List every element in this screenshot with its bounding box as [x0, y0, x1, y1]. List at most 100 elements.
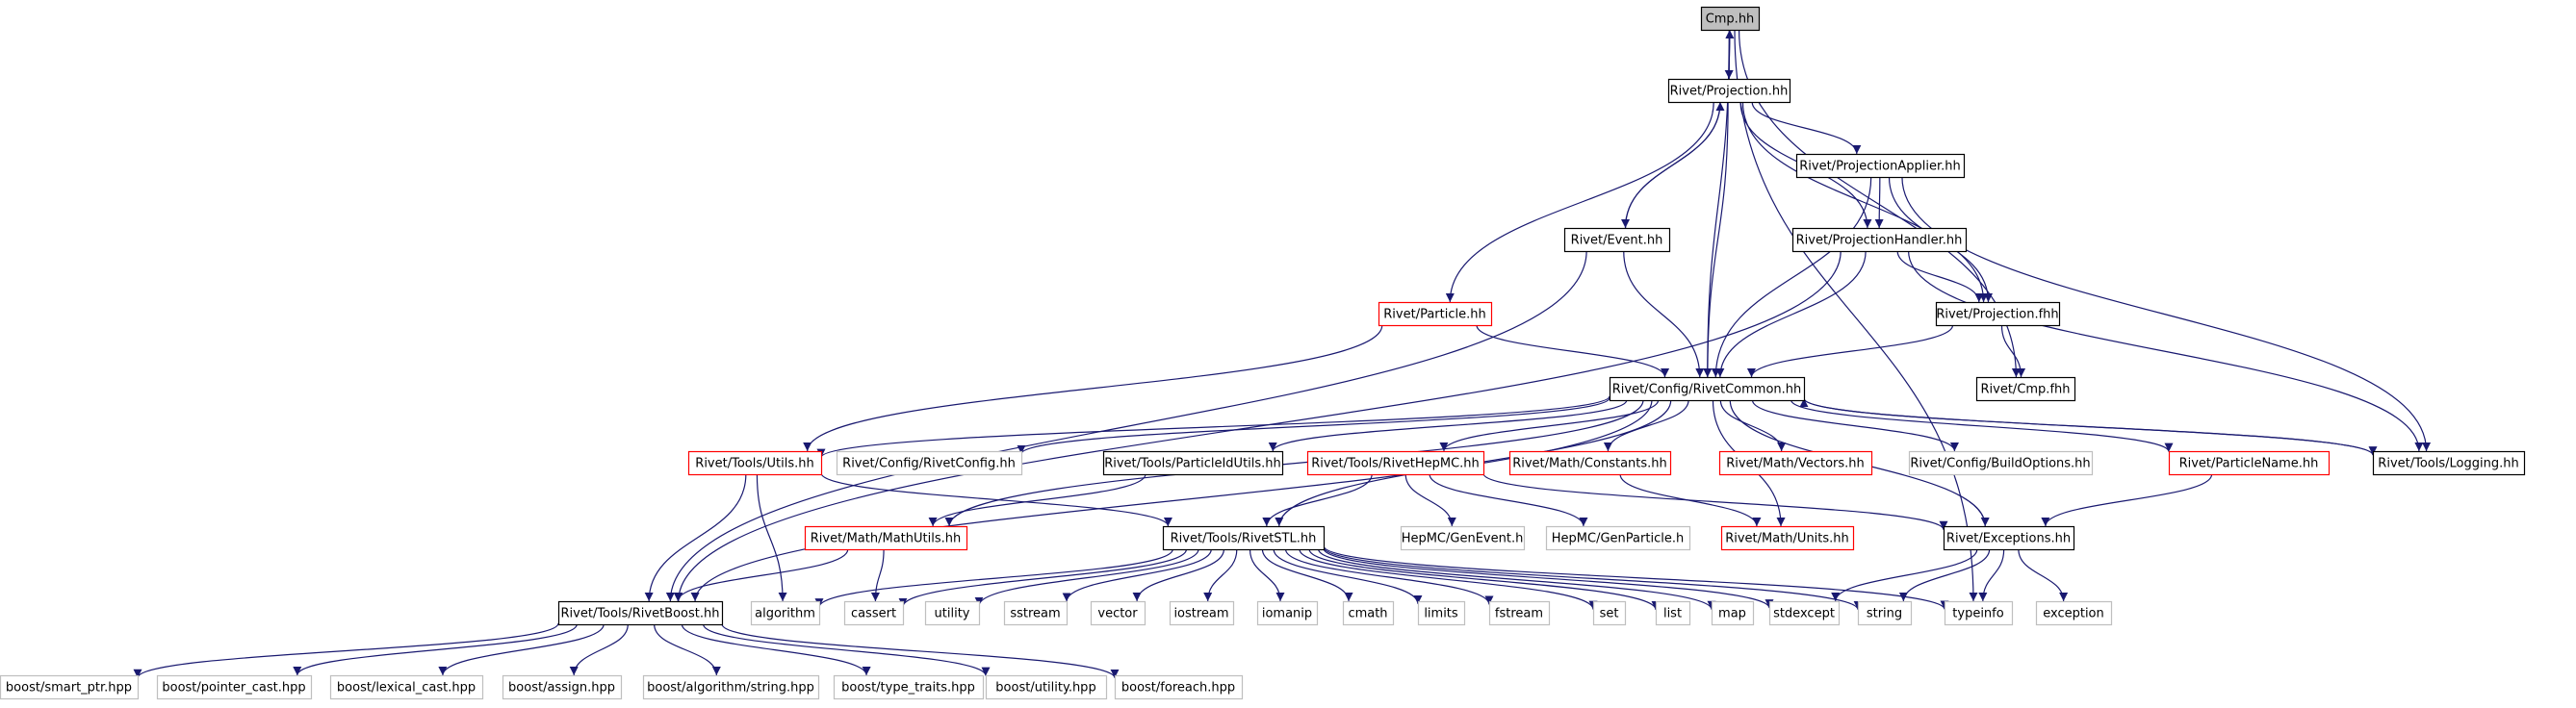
node-constants-hh[interactable]: Rivet/Math/Constants.hh	[1508, 450, 1672, 476]
node-box	[843, 600, 905, 626]
node-box	[1718, 450, 1873, 476]
node-label: Rivet/ProjectionHandler.hh	[1796, 234, 1963, 248]
node-vectors-hh[interactable]: Rivet/Math/Vectors.hh	[1718, 450, 1873, 476]
node-label: Rivet/Config/BuildOptions.hh	[1910, 457, 2090, 471]
node-utils-hh[interactable]: Rivet/Tools/Utils.hh	[687, 450, 823, 476]
node-label: Rivet/Math/Constants.hh	[1512, 457, 1667, 471]
node-label: Rivet/Config/RivetCommon.hh	[1612, 383, 1802, 397]
edge-rivetboost_hh-to-boost_foreach	[721, 623, 1120, 679]
edge-exceptions_hh-to-string	[1898, 548, 1991, 602]
node-label: iostream	[1173, 607, 1228, 621]
edge-rivetstl_hh-to-iomanip	[1249, 548, 1285, 602]
node-string: string	[1857, 600, 1913, 626]
node-label: HepMC/GenEvent.h	[1402, 532, 1524, 546]
node-label: exception	[2043, 607, 2104, 621]
node-box	[1857, 600, 1913, 626]
node-iostream: iostream	[1169, 600, 1235, 626]
node-cmp-fhh[interactable]: Rivet/Cmp.fhh	[1975, 376, 2076, 402]
node-typeinfo: typeinfo	[1944, 600, 2014, 626]
edge-rivetboost_hh-to-boost_type_traits	[681, 623, 871, 676]
node-label: Rivet/Tools/RivetBoost.hh	[561, 607, 720, 621]
node-box	[1256, 600, 1319, 626]
node-label: map	[1718, 607, 1746, 621]
node-label: Rivet/Exceptions.hh	[1946, 532, 2071, 546]
node-particlename-hh[interactable]: Rivet/ParticleName.hh	[2168, 450, 2331, 476]
edge-rivetstl_hh-to-fstream	[1284, 548, 1494, 605]
node-box	[1090, 600, 1146, 626]
node-label: typeinfo	[1952, 607, 2003, 621]
edge-projection_fhh-to-cmp_fhh	[2000, 324, 2026, 378]
node-boost-algorithm-string: boost/algorithm/string.hpp	[642, 674, 820, 700]
node-box	[2035, 600, 2113, 626]
edge-exceptions_hh-to-exception	[2018, 548, 2069, 602]
node-rivetconfig-hh: Rivet/Config/RivetConfig.hh	[836, 450, 1023, 476]
node-label: boost/foreach.hpp	[1121, 681, 1235, 695]
edge-rivetstl_hh-to-algorithm	[814, 548, 1173, 608]
node-label: Rivet/Particle.hh	[1383, 308, 1485, 322]
node-cmath: cmath	[1342, 600, 1395, 626]
node-box	[156, 674, 313, 700]
node-fstream: fstream	[1488, 600, 1551, 626]
node-projection-fhh[interactable]: Rivet/Projection.fhh	[1935, 301, 2061, 327]
edge-exceptions_hh-to-stdexcept	[1831, 548, 1978, 602]
node-projection-hh[interactable]: Rivet/Projection.hh	[1667, 78, 1791, 104]
node-projectionapplier-hh[interactable]: Rivet/ProjectionApplier.hh	[1795, 153, 1966, 179]
node-particleidutils-hh[interactable]: Rivet/Tools/ParticleIdUtils.hh	[1102, 450, 1284, 476]
node-box	[1667, 78, 1791, 104]
edge-utils_hh-to-rivetboost_hh	[644, 473, 747, 602]
node-event-hh[interactable]: Rivet/Event.hh	[1563, 227, 1671, 253]
edge-rivetcommon_hh-to-buildoptions_hh	[1751, 399, 1959, 452]
edge-rivetcommon_hh-to-mathutils_hh	[944, 399, 1644, 527]
node-rivetstl-hh[interactable]: Rivet/Tools/RivetSTL.hh	[1162, 525, 1326, 551]
edge-particlename_hh-to-exceptions_hh	[2041, 473, 2213, 527]
node-box	[0, 674, 140, 700]
edge-projection_hh-to-projection_fhh	[1741, 101, 1989, 303]
node-cmp-hh[interactable]: Cmp.hh	[1700, 6, 1761, 32]
edge-projectionhandler_hh-to-logging_hh	[1907, 250, 2424, 452]
edge-projectionapplier_hh-to-projectionhandler_hh	[1874, 176, 1884, 229]
edge-rivetstl_hh-to-stdexcept	[1323, 547, 1774, 609]
node-box	[1609, 376, 1806, 402]
node-box	[1935, 301, 2061, 327]
edge-projection_fhh-to-rivetcommon_hh	[1747, 324, 1954, 378]
node-particle-hh[interactable]: Rivet/Particle.hh	[1378, 301, 1493, 327]
node-box	[1488, 600, 1551, 626]
node-list: list	[1655, 600, 1691, 626]
node-box	[1169, 600, 1235, 626]
node-box	[985, 674, 1108, 700]
node-units-hh[interactable]: Rivet/Math/Units.hh	[1720, 525, 1855, 551]
node-mathutils-hh[interactable]: Rivet/Math/MathUtils.hh	[804, 525, 968, 551]
node-rivetboost-hh[interactable]: Rivet/Tools/RivetBoost.hh	[557, 600, 724, 626]
node-cassert: cassert	[843, 600, 905, 626]
node-exceptions-hh[interactable]: Rivet/Exceptions.hh	[1943, 525, 2075, 551]
node-box	[924, 600, 981, 626]
node-box	[1943, 525, 2075, 551]
node-label: boost/assign.hpp	[508, 681, 615, 695]
node-box	[502, 674, 623, 700]
edge-rivetboost_hh-to-boost_smart_ptr	[133, 622, 559, 678]
edge-projection_hh-to-projectionapplier_hh	[1751, 101, 1862, 155]
node-rivetcommon-hh[interactable]: Rivet/Config/RivetCommon.hh	[1609, 376, 1806, 402]
edge-projection_hh-to-rivetcommon_hh	[1703, 101, 1729, 378]
edge-rivetboost_hh-to-boost_lexical_cast	[438, 623, 605, 676]
edge-projection_hh-to-cmp_hh	[1725, 29, 1735, 80]
node-box	[1378, 301, 1493, 327]
node-box	[1655, 600, 1691, 626]
edge-mathutils_hh-to-cassert	[870, 548, 885, 602]
edge-rivetcommon_hh-to-rivetboost_hh	[690, 399, 1653, 602]
node-label: Rivet/Math/Units.hh	[1725, 532, 1849, 546]
node-projectionhandler-hh[interactable]: Rivet/ProjectionHandler.hh	[1791, 227, 1968, 253]
edge-rivetcommon_hh-to-constants_hh	[1603, 399, 1689, 452]
node-label: Rivet/Cmp.fhh	[1981, 383, 2071, 397]
node-rivethepmc-hh[interactable]: Rivet/Tools/RivetHepMC.hh	[1306, 450, 1485, 476]
node-label: cmath	[1348, 607, 1387, 621]
edge-rivethepmc_hh-to-genparticle_h	[1429, 473, 1588, 527]
node-logging-hh[interactable]: Rivet/Tools/Logging.hh	[2372, 450, 2526, 476]
edge-mathutils_hh-to-rivetboost_hh	[673, 548, 849, 602]
edge-rivetcommon_hh-to-vectors_hh	[1719, 399, 1787, 452]
edge-rivetcommon_hh-to-utils_hh	[816, 395, 1610, 459]
node-label: Rivet/Projection.fhh	[1936, 308, 2058, 322]
node-box	[1975, 376, 2076, 402]
node-map: map	[1711, 600, 1755, 626]
